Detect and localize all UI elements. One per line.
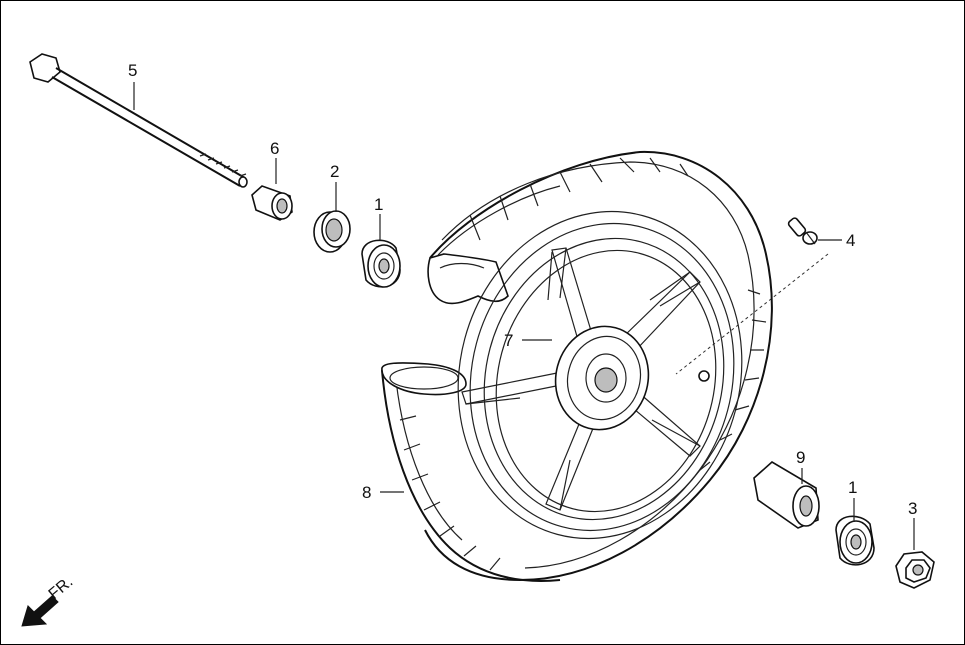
callout-4: 4 (846, 231, 855, 250)
oil-seal (313, 210, 351, 253)
axle-collar (251, 185, 293, 221)
callout-2: 2 (330, 162, 339, 181)
callout-1-left: 1 (374, 195, 383, 214)
axle-collar-right (753, 461, 820, 529)
front-direction-indicator: FR. (21, 573, 76, 627)
leader-lines (133, 82, 915, 550)
callout-9: 9 (796, 448, 805, 467)
callout-7: 7 (504, 331, 513, 350)
tire (381, 150, 773, 582)
bearing-right (835, 515, 875, 566)
air-valve (787, 217, 818, 245)
valve-guide-line (675, 253, 829, 375)
wheel-rim (457, 210, 743, 540)
bearing-left (361, 239, 401, 288)
callout-6: 6 (270, 139, 279, 158)
front-arrow-icon (21, 595, 59, 627)
callout-1-right: 1 (848, 478, 857, 497)
axle-bolt (29, 53, 248, 188)
callout-3: 3 (908, 499, 917, 518)
callout-5: 5 (128, 61, 137, 80)
axle-nut (895, 551, 935, 589)
callout-8: 8 (362, 483, 371, 502)
